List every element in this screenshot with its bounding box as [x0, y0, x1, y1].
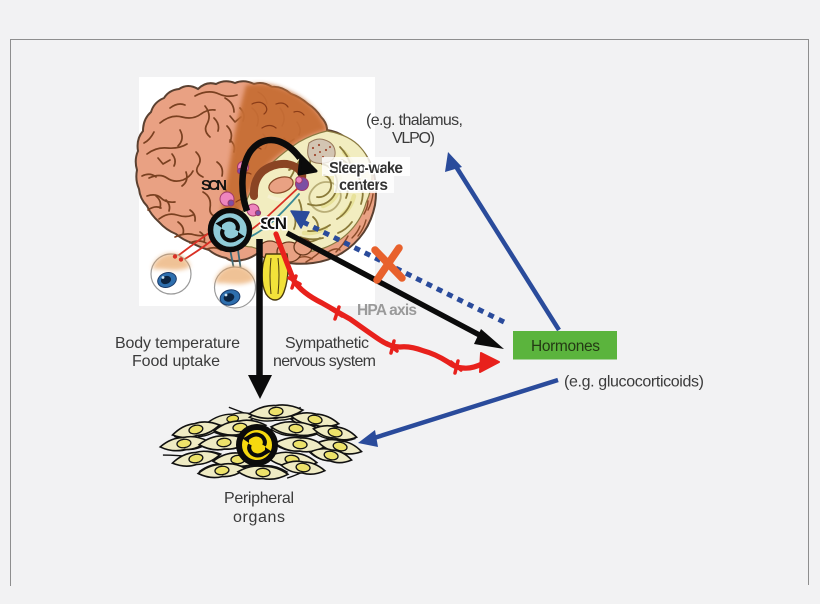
svg-text:(e.g. thalamus,: (e.g. thalamus,	[366, 112, 463, 129]
svg-text:Peripheral: Peripheral	[224, 490, 294, 507]
svg-text:nervous system: nervous system	[273, 353, 376, 370]
svg-text:Food uptake: Food uptake	[132, 353, 220, 370]
svg-text:Sympathetic: Sympathetic	[285, 335, 369, 352]
svg-text:SCN: SCN	[201, 177, 227, 194]
svg-text:SCN: SCN	[260, 214, 287, 233]
svg-text:(e.g. glucocorticoids): (e.g. glucocorticoids)	[564, 374, 704, 391]
svg-text:centers: centers	[339, 177, 388, 194]
svg-text:VLPO): VLPO)	[392, 130, 435, 147]
svg-text:Body temperature: Body temperature	[115, 335, 240, 352]
svg-text:Sleep-wake: Sleep-wake	[329, 160, 403, 177]
svg-text:organs: organs	[233, 509, 285, 526]
svg-text:Hormones: Hormones	[531, 338, 600, 355]
svg-text:HPA axis: HPA axis	[357, 302, 417, 319]
